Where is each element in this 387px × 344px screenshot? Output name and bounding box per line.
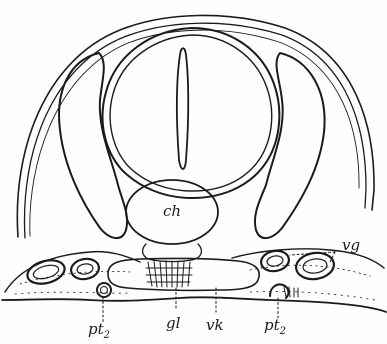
vessels-right — [259, 249, 335, 282]
label-pt2-right: pt2 — [264, 316, 286, 337]
vessels-left — [25, 256, 101, 287]
notochord — [126, 180, 218, 262]
glomerulus — [146, 261, 192, 287]
label-pt2-right-main: pt — [264, 316, 281, 334]
pronephric-tubule-left — [97, 283, 111, 297]
label-vg: vg — [342, 236, 360, 254]
label-pt2-left-sub: 2 — [103, 330, 110, 341]
ectoderm-arch — [17, 15, 374, 238]
label-pt2-right-sub: 2 — [279, 326, 286, 337]
somites — [59, 53, 325, 238]
label-vk: vk — [206, 316, 224, 334]
leader-lines — [103, 252, 335, 322]
label-pt2-left: pt2 — [88, 320, 110, 341]
label-ch: ch — [163, 202, 181, 220]
gut-cavity — [108, 258, 259, 290]
label-pt2-left-main: pt — [88, 320, 105, 338]
label-gl: gl — [166, 314, 181, 332]
neural-tube — [103, 28, 280, 198]
